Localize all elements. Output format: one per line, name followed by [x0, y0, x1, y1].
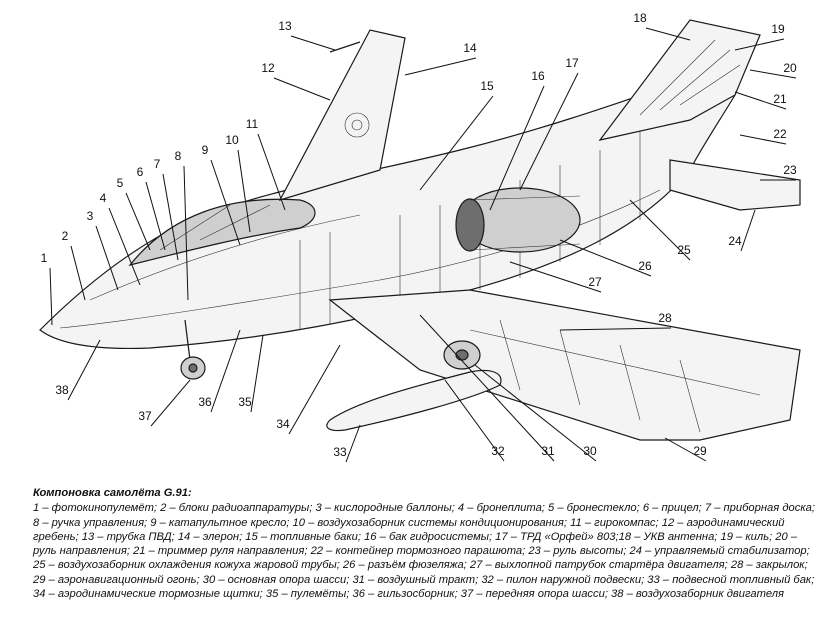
- leader-line-11: [257, 133, 286, 211]
- callout-label-7: 7: [154, 157, 161, 171]
- callout-label-18: 18: [633, 11, 647, 25]
- leader-line-37: [150, 379, 191, 427]
- leader-line-25: [629, 199, 691, 261]
- engine: [455, 187, 581, 253]
- leader-line-12: [273, 77, 331, 101]
- leader-line-13: [290, 35, 336, 51]
- callout-label-5: 5: [117, 176, 124, 190]
- callout-label-25: 25: [677, 243, 691, 257]
- callout-label-34: 34: [276, 417, 290, 431]
- callout-label-12: 12: [261, 61, 275, 75]
- leader-line-2: [70, 245, 86, 301]
- callout-label-24: 24: [728, 234, 742, 248]
- leader-line-29: [664, 437, 707, 462]
- leader-line-27: [509, 261, 602, 293]
- callout-label-21: 21: [773, 92, 787, 106]
- callout-label-28: 28: [658, 311, 672, 325]
- stabilizer: [669, 159, 801, 211]
- leader-line-18: [645, 27, 691, 41]
- pitot-tube: [329, 41, 361, 53]
- leader-line-21: [734, 91, 787, 110]
- callout-label-3: 3: [87, 209, 94, 223]
- callout-label-6: 6: [137, 165, 144, 179]
- callout-label-10: 10: [225, 133, 239, 147]
- leader-line-5: [125, 192, 151, 251]
- callout-label-17: 17: [565, 56, 579, 70]
- leader-line-15: [419, 95, 494, 191]
- callout-label-8: 8: [175, 149, 182, 163]
- leader-line-1: [49, 267, 53, 326]
- leader-line-4: [108, 207, 141, 286]
- callout-label-30: 30: [583, 444, 597, 458]
- upper-wing: [278, 29, 406, 201]
- leader-line-3: [95, 225, 119, 291]
- leader-line-16: [489, 85, 545, 211]
- leader-line-30: [474, 364, 597, 462]
- callout-label-15: 15: [480, 79, 494, 93]
- leader-line-14: [404, 57, 477, 76]
- callout-label-29: 29: [693, 444, 707, 458]
- callout-label-31: 31: [541, 444, 555, 458]
- caption-title: Компоновка самолёта G.91:: [33, 487, 192, 499]
- callout-label-22: 22: [773, 127, 787, 141]
- callout-label-23: 23: [783, 163, 797, 177]
- leader-line-6: [145, 181, 166, 251]
- leader-line-38: [67, 339, 101, 401]
- callout-label-2: 2: [62, 229, 69, 243]
- main-gear: [443, 340, 481, 370]
- lower-wing: [328, 289, 801, 441]
- leader-line-8: [183, 165, 189, 301]
- leader-line-10: [237, 149, 251, 233]
- leader-line-26: [559, 239, 652, 277]
- tail-fin: [598, 19, 761, 141]
- leader-line-28: [559, 327, 672, 331]
- leader-line-33: [345, 424, 361, 463]
- callout-label-27: 27: [588, 275, 602, 289]
- leader-line-9: [210, 159, 241, 246]
- leader-line-35: [250, 334, 264, 413]
- leader-line-32: [444, 379, 505, 462]
- callout-label-26: 26: [638, 259, 652, 273]
- callout-label-20: 20: [783, 61, 797, 75]
- leader-line-24: [740, 209, 756, 252]
- caption-text: 1 – фотокинопулемёт; 2 – блоки радиоаппа…: [33, 502, 815, 601]
- callout-label-16: 16: [531, 69, 545, 83]
- callout-label-9: 9: [202, 143, 209, 157]
- callout-label-33: 33: [333, 445, 347, 459]
- leader-line-34: [288, 344, 341, 435]
- leader-line-31: [419, 314, 555, 462]
- callout-label-4: 4: [100, 191, 107, 205]
- caption: Компоновка самолёта G.91: 1 – фотокинопу…: [33, 486, 823, 601]
- callout-label-36: 36: [198, 395, 212, 409]
- leader-line-36: [210, 329, 241, 413]
- callout-label-1: 1: [41, 251, 48, 265]
- callout-label-35: 35: [238, 395, 252, 409]
- callout-label-13: 13: [278, 19, 292, 33]
- leader-line-7: [162, 173, 179, 261]
- leader-line-17: [519, 72, 579, 191]
- callout-label-38: 38: [55, 383, 69, 397]
- leader-line-22: [739, 134, 787, 145]
- callout-label-11: 11: [246, 117, 259, 131]
- callout-label-32: 32: [491, 444, 505, 458]
- leader-line-19: [734, 38, 785, 51]
- leader-line-20: [749, 69, 797, 79]
- nose-gear: [180, 319, 206, 380]
- callout-label-14: 14: [463, 41, 477, 55]
- callout-label-19: 19: [771, 22, 785, 36]
- callout-label-37: 37: [138, 409, 152, 423]
